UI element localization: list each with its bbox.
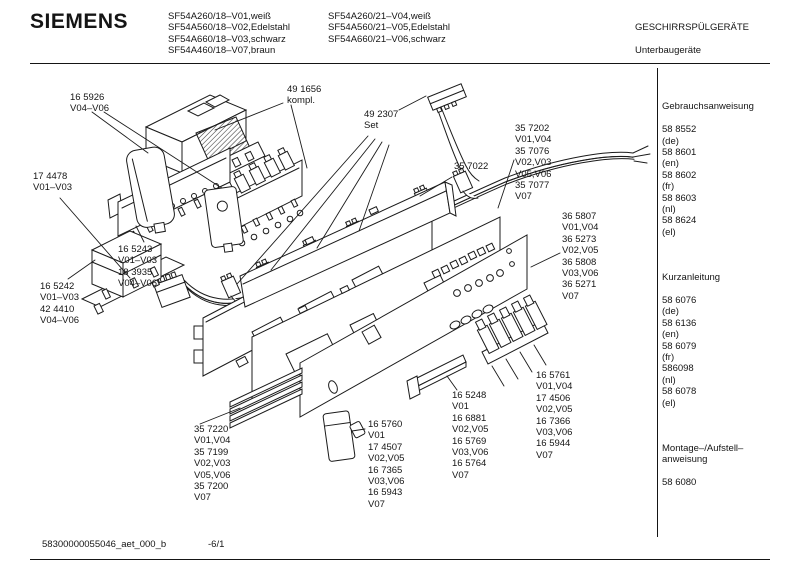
header-rule xyxy=(30,63,770,64)
footer-rule xyxy=(30,559,770,560)
relay-module xyxy=(82,231,184,314)
part-label-17-4478: 17 4478 V01–V03 xyxy=(33,171,73,194)
page-number: -6/1 xyxy=(208,539,225,550)
doc-section-montageanweisung: Montage–/Aufstell– anweisung 58 6080 xyxy=(662,431,794,499)
doc-section-items: 58 6080 xyxy=(662,477,697,488)
doc-section-title: Kurzanleitung xyxy=(662,272,721,284)
appliance-category: GESCHIRRSPÜLGERÄTE Unterbaugeräte xyxy=(635,11,785,68)
front-panel xyxy=(300,235,527,417)
part-label-16-5926: 16 5926 V04–V06 xyxy=(70,92,110,115)
power-switch xyxy=(323,409,369,462)
part-label-16-5243: 16 5243 V01–V03 18 3935 V04–V06 xyxy=(118,244,158,290)
doc-section-title: Gebrauchsanweisung xyxy=(662,101,754,113)
doc-section-items: 58 8552 (de) 58 8601 (en) 58 8602 (fr) 5… xyxy=(662,124,697,238)
part-label-36-5807: 36 5807 V01,V04 36 5273 V02,V05 36 5808 … xyxy=(562,211,599,302)
button-bank xyxy=(474,294,548,364)
micro-switch-2 xyxy=(204,186,245,254)
micro-switch-1 xyxy=(125,146,177,236)
brand-logo: SIEMENS xyxy=(30,10,129,33)
model-list-col1: SF54A260/18–V01,weiß SF54A560/18–V02,Ede… xyxy=(168,11,291,57)
part-label-35-7202: 35 7202 V01,V04 35 7076 V02,V03 V05,V06 … xyxy=(515,123,552,203)
category-title: GESCHIRRSPÜLGERÄTE xyxy=(635,22,750,34)
part-label-49-1656: 49 1656 kompl. xyxy=(287,84,322,107)
documents-column: Gebrauchsanweisung 58 8552 (de) 58 8601 … xyxy=(662,90,794,511)
sidebar-divider xyxy=(657,68,658,537)
pigtail-connector xyxy=(428,84,479,181)
part-label-35-7022: 35 7022 xyxy=(454,161,489,172)
part-label-49-2307: 49 2307 Set xyxy=(364,109,399,132)
part-label-16-5242: 16 5242 V01–V03 42 4410 V04–V06 xyxy=(40,281,80,327)
trim-strip xyxy=(407,355,466,399)
category-subtitle: Unterbaugeräte xyxy=(635,45,702,57)
doc-section-gebrauchsanweisung: Gebrauchsanweisung 58 8552 (de) 58 8601 … xyxy=(662,90,794,250)
document-id: 58300000055046_aet_000_b xyxy=(42,539,167,550)
model-list-col2: SF54A260/21–V04,weiß SF54A560/21–V05,Ede… xyxy=(328,11,451,45)
part-label-16-5760: 16 5760 V01 17 4507 V02,V05 16 7365 V03,… xyxy=(368,419,405,510)
part-label-35-7220: 35 7220 V01,V04 35 7199 V02,V03 V05,V06 … xyxy=(194,424,231,504)
leader-lines xyxy=(60,96,560,431)
doc-section-title: Montage–/Aufstell– anweisung xyxy=(662,442,744,466)
doc-section-kurzanleitung: Kurzanleitung 58 6076 (de) 58 6136 (en) … xyxy=(662,261,794,421)
top-cover-strip xyxy=(240,182,456,307)
part-label-16-5248: 16 5248 V01 16 6881 V02,V05 16 5769 V03,… xyxy=(452,390,489,481)
doc-section-items: 58 6076 (de) 58 6136 (en) 58 6079 (fr) 5… xyxy=(662,294,697,409)
part-label-16-5761: 16 5761 V01,V04 17 4506 V02,V05 16 7366 … xyxy=(536,370,573,461)
